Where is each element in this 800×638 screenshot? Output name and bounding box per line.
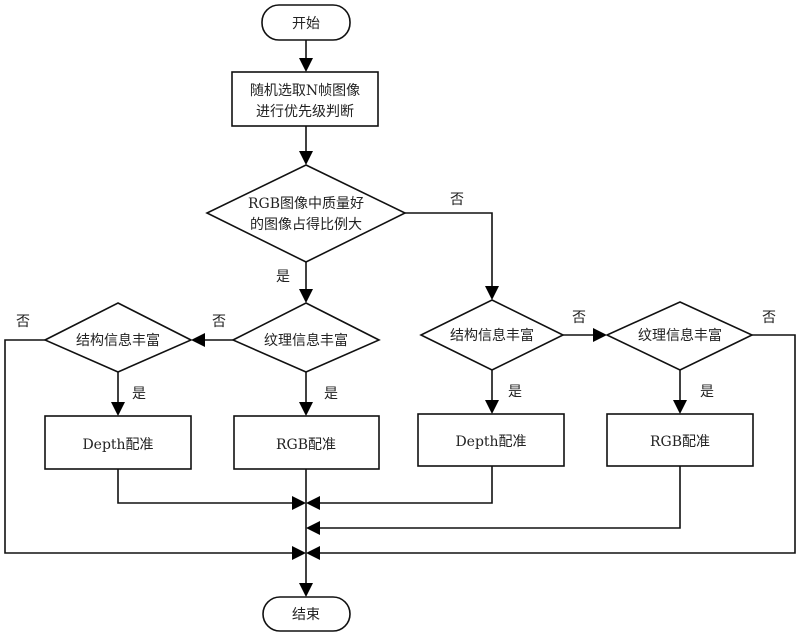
process-shape: [233, 415, 380, 470]
process-shape: [606, 413, 754, 467]
node-select-line2: 进行优先级判断: [256, 104, 354, 120]
arrow-head: [299, 151, 313, 165]
arrow-head: [485, 286, 499, 300]
label-decision-yes: 是: [276, 269, 290, 285]
arrow-head: [306, 546, 320, 560]
arrow-head: [292, 496, 306, 510]
node-left-rgb: RGB配准: [233, 415, 380, 470]
arrow-head: [306, 521, 320, 535]
terminal-shape: [262, 596, 351, 632]
arrow-head: [306, 496, 320, 510]
edge-right-rgb-to-merge: [318, 466, 681, 529]
node-left-rgb-label: RGB配准: [276, 437, 336, 453]
node-end: 结束: [262, 596, 351, 632]
node-right-structure: 结构信息丰富: [419, 299, 565, 371]
decision-shape: [419, 299, 565, 371]
node-select: 随机选取N帧图像 进行优先级判断: [231, 71, 379, 127]
edge-decision-no: [405, 212, 493, 288]
node-left-texture-label: 纹理信息丰富: [264, 332, 348, 349]
node-right-texture-label: 纹理信息丰富: [638, 327, 722, 344]
arrow-head: [292, 546, 306, 560]
label-left-texture-no: 否: [212, 314, 226, 330]
node-rgb-quality-line2: 的图像占得比例大: [250, 216, 362, 233]
node-right-depth: Depth配准: [417, 413, 565, 467]
edges: [4, 40, 796, 597]
label-left-structure-no: 否: [16, 314, 30, 330]
decision-shape: [43, 302, 193, 373]
process-shape: [417, 413, 565, 467]
label-right-texture-no: 否: [762, 310, 776, 326]
arrow-head: [299, 402, 313, 416]
terminal-shape: [261, 4, 351, 41]
node-right-texture: 纹理信息丰富: [605, 301, 754, 371]
label-right-structure-no: 否: [572, 310, 586, 326]
decision-shape: [231, 302, 381, 373]
arrow-head: [299, 58, 313, 72]
label-left-texture-yes: 是: [324, 386, 338, 402]
arrow-head: [485, 400, 499, 414]
process-shape: [44, 415, 192, 470]
label-left-structure-yes: 是: [132, 386, 146, 402]
edge-left-structure-no: [4, 339, 294, 554]
edge-labels: 否 是 否 否 是 是 否 否 是 是: [16, 192, 776, 402]
node-right-structure-label: 结构信息丰富: [450, 327, 534, 344]
node-rgb-quality-line1: RGB图像中质量好: [248, 196, 364, 212]
label-right-texture-yes: 是: [700, 384, 714, 400]
node-left-depth-label: Depth配准: [82, 437, 153, 453]
edge-left-depth-to-merge: [117, 469, 294, 504]
edge-right-depth-to-merge: [318, 466, 493, 504]
node-end-label: 结束: [292, 607, 320, 623]
node-start-label: 开始: [292, 16, 320, 32]
arrow-head: [593, 328, 607, 342]
node-right-rgb: RGB配准: [606, 413, 754, 467]
arrow-head: [299, 583, 313, 597]
node-right-depth-label: Depth配准: [455, 434, 526, 450]
arrow-head: [191, 333, 205, 347]
node-left-depth: Depth配准: [44, 415, 192, 470]
arrow-head: [673, 400, 687, 414]
decision-shape: [205, 164, 407, 263]
arrow-head: [111, 402, 125, 416]
node-left-texture: 纹理信息丰富: [231, 302, 381, 373]
label-right-structure-yes: 是: [508, 384, 522, 400]
process-shape: [231, 71, 379, 127]
arrow-head: [299, 289, 313, 303]
node-start: 开始: [261, 4, 351, 41]
label-decision-no: 否: [450, 192, 464, 208]
node-select-line1: 随机选取N帧图像: [250, 83, 360, 99]
node-left-structure-label: 结构信息丰富: [76, 332, 160, 349]
node-left-structure: 结构信息丰富: [43, 302, 193, 373]
decision-shape: [605, 301, 754, 371]
edge-right-texture-no: [318, 334, 796, 554]
node-rgb-quality: RGB图像中质量好 的图像占得比例大: [205, 164, 407, 263]
node-right-rgb-label: RGB配准: [650, 434, 710, 450]
